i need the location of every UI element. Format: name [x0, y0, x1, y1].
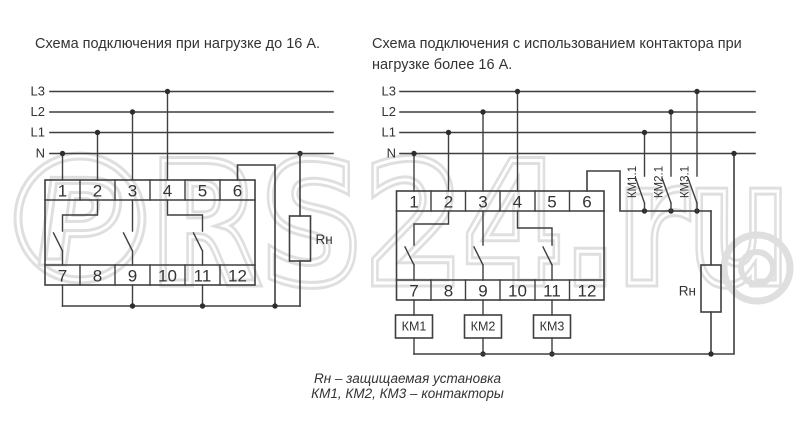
terminal-number: 10 — [508, 282, 527, 301]
line-label-L3-right: L3 — [382, 84, 396, 99]
terminal-number: 3 — [478, 193, 487, 212]
contactor-contacts-right: КМ1.1 КМ2.1 КМ3.1 — [586, 88, 712, 214]
terminal-number: 4 — [163, 182, 172, 201]
relay-contacts-right — [404, 210, 553, 281]
contact-label-km2-1: КМ2.1 — [654, 166, 666, 198]
terminal-number: 7 — [409, 282, 418, 301]
terminal-numbers-top-right: 1 2 3 4 5 6 — [409, 193, 591, 212]
terminal-number: 4 — [513, 193, 522, 212]
terminal-number: 6 — [582, 193, 591, 212]
terminal-number: 2 — [93, 182, 102, 201]
coil-label-km1: КМ1 — [402, 320, 427, 334]
load-label-right: Rн — [679, 284, 696, 299]
terminal-numbers-top-left: 1 2 3 4 5 6 — [58, 182, 242, 201]
device-box-right — [395, 190, 605, 301]
output-bus-left — [61, 164, 301, 309]
diagram-left: L3 L2 L1 N 1 2 3 4 — [31, 84, 334, 309]
terminal-numbers-bottom-right: 7 8 9 10 11 12 — [409, 282, 596, 301]
terminal-number: 5 — [198, 182, 207, 201]
terminal-number: 9 — [128, 267, 137, 286]
watermark: P P RS24.ru RS24.ru — [13, 123, 795, 328]
line-label-L2-left: L2 — [31, 104, 45, 119]
coil-label-km2: КМ2 — [471, 320, 496, 334]
legend-line-2: КМ1, КМ2, КМ3 – контакторы — [311, 386, 504, 402]
legend-line-1: Rн – защищаемая установка — [313, 371, 502, 386]
left-diagram-title: Схема подключения при нагрузке до 16 А. — [35, 36, 321, 52]
terminal-number: 11 — [543, 282, 561, 301]
terminal-number: 3 — [128, 182, 137, 201]
terminal-number: 5 — [547, 193, 556, 212]
terminal-number: 12 — [578, 282, 597, 301]
line-label-N-left: N — [36, 146, 45, 161]
terminal-number: 11 — [194, 267, 212, 286]
terminal-number: 10 — [158, 267, 177, 286]
relay-contacts-left — [52, 199, 204, 266]
line-label-L1-left: L1 — [31, 125, 45, 140]
line-drops-right — [411, 88, 521, 192]
legend: Rн – защищаемая установка КМ1, КМ2, КМ3 … — [280, 371, 535, 401]
line-drops-left — [59, 88, 171, 181]
device-box-left — [44, 179, 256, 286]
terminal-number: 7 — [58, 267, 67, 286]
line-label-N-right: N — [387, 146, 396, 161]
line-label-L2-right: L2 — [382, 104, 396, 119]
right-diagram-title: Схема подключения с использованием конта… — [372, 36, 742, 73]
watermark-text: RS24.ru — [150, 127, 790, 323]
watermark-corner-rings — [720, 231, 794, 305]
load-resistor-right — [700, 210, 722, 357]
terminal-number: 9 — [478, 282, 487, 301]
terminal-number: 12 — [228, 267, 247, 286]
neutral-bus-right — [413, 150, 737, 355]
load-resistor-left — [288, 150, 312, 307]
contact-label-km1-1: КМ1.1 — [627, 166, 639, 198]
terminal-number: 8 — [444, 282, 453, 301]
terminal-number: 6 — [233, 182, 242, 201]
coil-label-km3: КМ3 — [540, 320, 565, 334]
line-label-L1-right: L1 — [382, 125, 396, 140]
terminal-number: 2 — [444, 193, 453, 212]
terminal-number: 1 — [58, 182, 67, 201]
contact-label-km3-1: КМ3.1 — [680, 166, 692, 198]
terminal-number: 8 — [93, 267, 102, 286]
terminal-number: 1 — [409, 193, 418, 212]
diagram-right: L3 L2 L1 N 1 2 3 4 — [382, 84, 756, 357]
load-label-left: Rн — [316, 232, 333, 247]
terminal-numbers-bottom-left: 7 8 9 10 11 12 — [58, 267, 247, 286]
line-label-L3-left: L3 — [31, 84, 45, 99]
contactor-coils-right: КМ1 КМ2 КМ3 — [394, 299, 572, 357]
